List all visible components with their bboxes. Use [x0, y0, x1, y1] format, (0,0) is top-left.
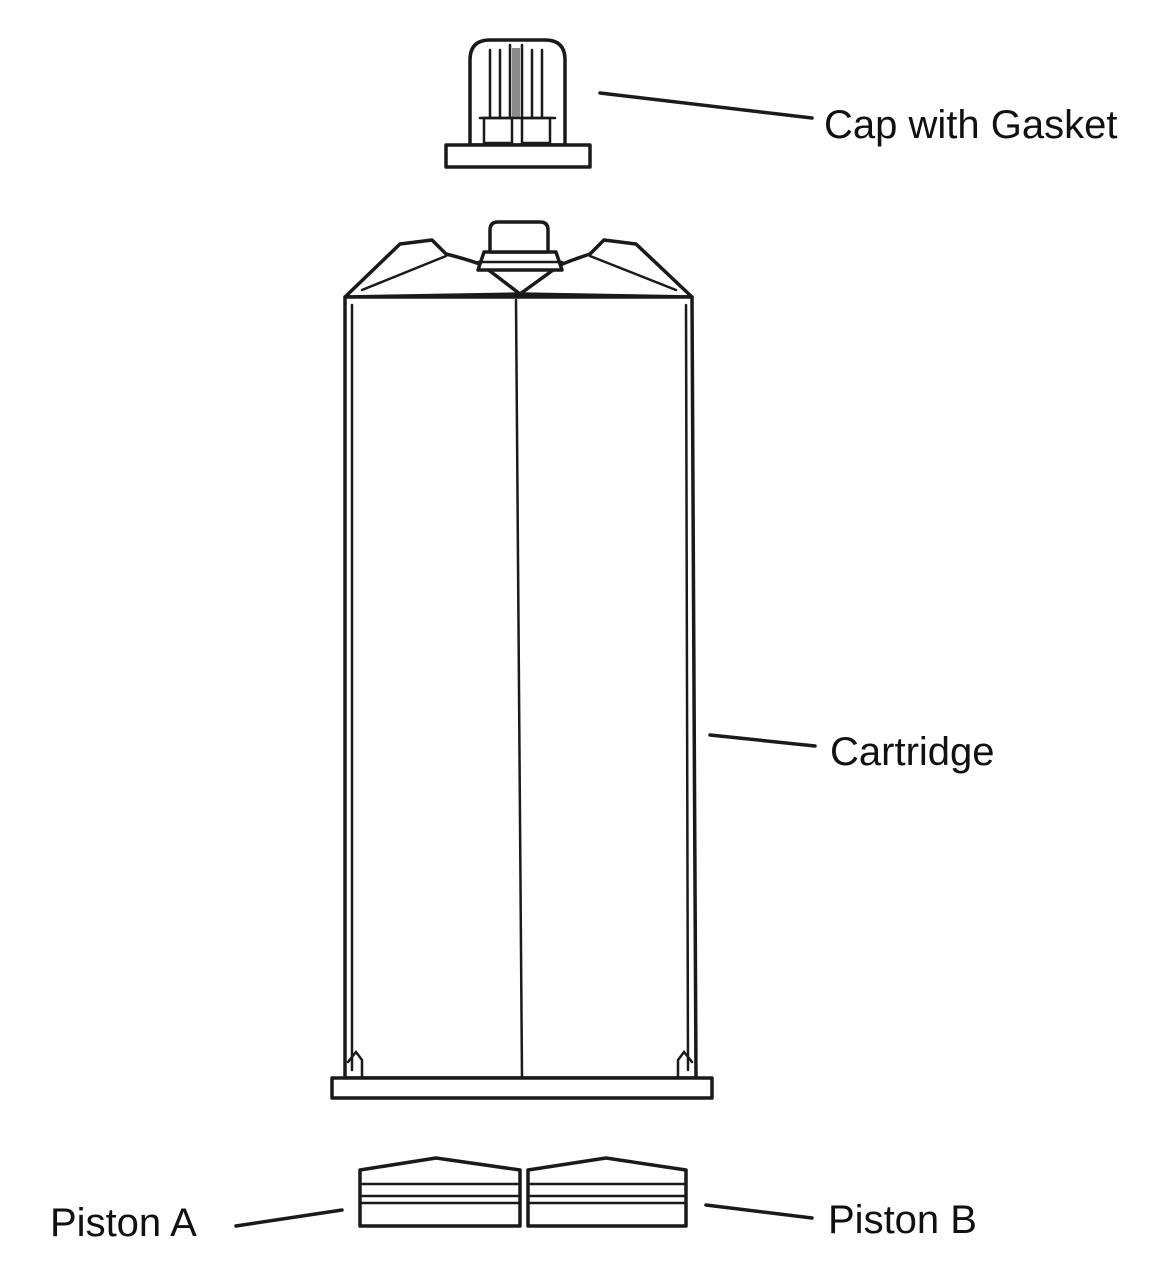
cap-with-gasket [444, 38, 592, 169]
cap-with-gasket-label: Cap with Gasket [824, 103, 1118, 147]
piston-a-leader-line [234, 1208, 344, 1228]
piston-b-label: Piston B [828, 1198, 977, 1242]
cartridge-label: Cartridge [830, 730, 995, 774]
piston-b [526, 1156, 688, 1228]
piston-b-leader-line [704, 1203, 814, 1220]
cartridge-body [330, 220, 714, 1100]
cap-leader-line [598, 91, 814, 120]
piston-a [358, 1156, 522, 1228]
cartridge-leader-line [708, 733, 817, 748]
piston-a-label: Piston A [50, 1201, 197, 1245]
